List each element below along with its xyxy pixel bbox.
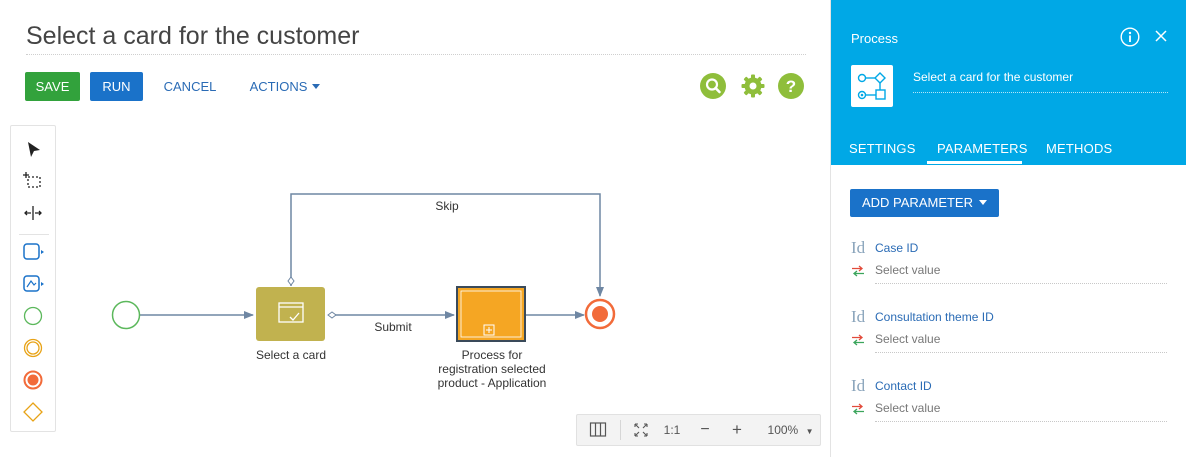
id-type-icon: Id xyxy=(851,238,866,257)
caret-down-icon xyxy=(312,84,321,89)
run-button[interactable]: RUN xyxy=(90,72,143,101)
fit-to-screen-icon[interactable] xyxy=(629,415,653,445)
map-view-icon[interactable] xyxy=(583,415,613,445)
panel-title: Process xyxy=(851,31,898,46)
parameter-name[interactable]: Case ID xyxy=(875,241,919,255)
task-icon[interactable] xyxy=(21,240,45,264)
element-toolbox xyxy=(10,125,56,432)
process-name-field[interactable]: Select a card for the customer xyxy=(913,70,1168,93)
help-icon[interactable]: ? xyxy=(778,73,804,99)
intermediate-event-icon[interactable] xyxy=(21,336,45,360)
end-event[interactable] xyxy=(584,298,616,330)
panel-header: Process Select a card for the customer S… xyxy=(831,0,1186,165)
parameter-value-field[interactable]: Select value xyxy=(875,400,1167,422)
zoom-in-button[interactable]: + xyxy=(732,420,742,439)
end-event-icon[interactable] xyxy=(21,368,45,392)
parameter-item: Id Consultation theme ID Select value xyxy=(831,307,1186,367)
subprocess-label-line-3: product - Application xyxy=(437,376,547,390)
subprocess-label-line-2: registration selected xyxy=(438,362,546,376)
caret-down-icon xyxy=(979,200,987,205)
swap-arrows-icon xyxy=(852,403,864,415)
search-icon[interactable] xyxy=(700,73,726,99)
pointer-icon[interactable] xyxy=(21,138,45,162)
add-parameter-button[interactable]: ADD PARAMETER xyxy=(850,189,999,217)
id-type-icon: Id xyxy=(851,376,866,395)
save-button[interactable]: SAVE xyxy=(25,72,80,101)
zoom-level-select[interactable]: 100% ▼ xyxy=(763,415,818,445)
subprocess-label-line-1: Process for xyxy=(461,348,523,362)
parameter-value-field[interactable]: Select value xyxy=(875,331,1167,353)
space-tool-icon[interactable] xyxy=(21,201,45,225)
add-parameter-label: ADD PARAMETER xyxy=(862,195,973,210)
id-type-icon: Id xyxy=(851,307,866,326)
gateway-icon[interactable] xyxy=(21,400,45,424)
caret-down-icon: ▼ xyxy=(805,427,814,436)
svg-text:?: ? xyxy=(786,77,796,96)
parameter-item: Id Contact ID Select value xyxy=(831,376,1186,436)
parameter-name[interactable]: Contact ID xyxy=(875,379,932,393)
start-event[interactable] xyxy=(111,300,141,330)
swap-arrows-icon xyxy=(852,265,864,277)
parameter-value-field[interactable]: Select value xyxy=(875,262,1167,284)
zoom-level-value: 100% xyxy=(767,423,799,437)
subprocess-registration[interactable] xyxy=(456,286,526,342)
process-icon xyxy=(851,65,893,107)
zoom-out-button[interactable]: − xyxy=(700,421,710,438)
subprocess-icon[interactable] xyxy=(21,272,45,296)
actions-button[interactable]: ACTIONS xyxy=(240,72,330,101)
actions-label: ACTIONS xyxy=(249,79,308,94)
active-tab-indicator xyxy=(927,161,1022,164)
process-properties-panel: Process Select a card for the customer S… xyxy=(830,0,1186,457)
tab-methods[interactable]: METHODS xyxy=(1046,141,1113,156)
parameter-item: Id Case ID Select value xyxy=(831,238,1186,298)
zoom-reset-button[interactable]: 1:1 xyxy=(663,423,681,437)
gear-icon[interactable] xyxy=(740,73,766,99)
lasso-select-icon[interactable] xyxy=(21,169,45,193)
tab-parameters[interactable]: PARAMETERS xyxy=(937,141,1028,156)
close-icon[interactable] xyxy=(1153,28,1169,44)
task-label: Select a card xyxy=(255,348,327,362)
tab-settings[interactable]: SETTINGS xyxy=(849,141,916,156)
flow-label-skip: Skip xyxy=(435,199,459,213)
cancel-button[interactable]: CANCEL xyxy=(155,72,225,101)
sequence-flow-skip[interactable] xyxy=(290,193,604,297)
swap-arrows-icon xyxy=(852,334,864,346)
zoom-toolbar: 1:1 − + 100% ▼ xyxy=(576,414,821,446)
page-title: Select a card for the customer xyxy=(26,20,806,55)
parameter-name[interactable]: Consultation theme ID xyxy=(875,310,994,324)
user-task-select-a-card[interactable] xyxy=(256,287,325,341)
info-icon[interactable] xyxy=(1120,27,1140,47)
flow-label-submit: Submit xyxy=(374,320,412,334)
process-diagram-canvas xyxy=(111,193,616,342)
start-event-icon[interactable] xyxy=(21,304,45,328)
